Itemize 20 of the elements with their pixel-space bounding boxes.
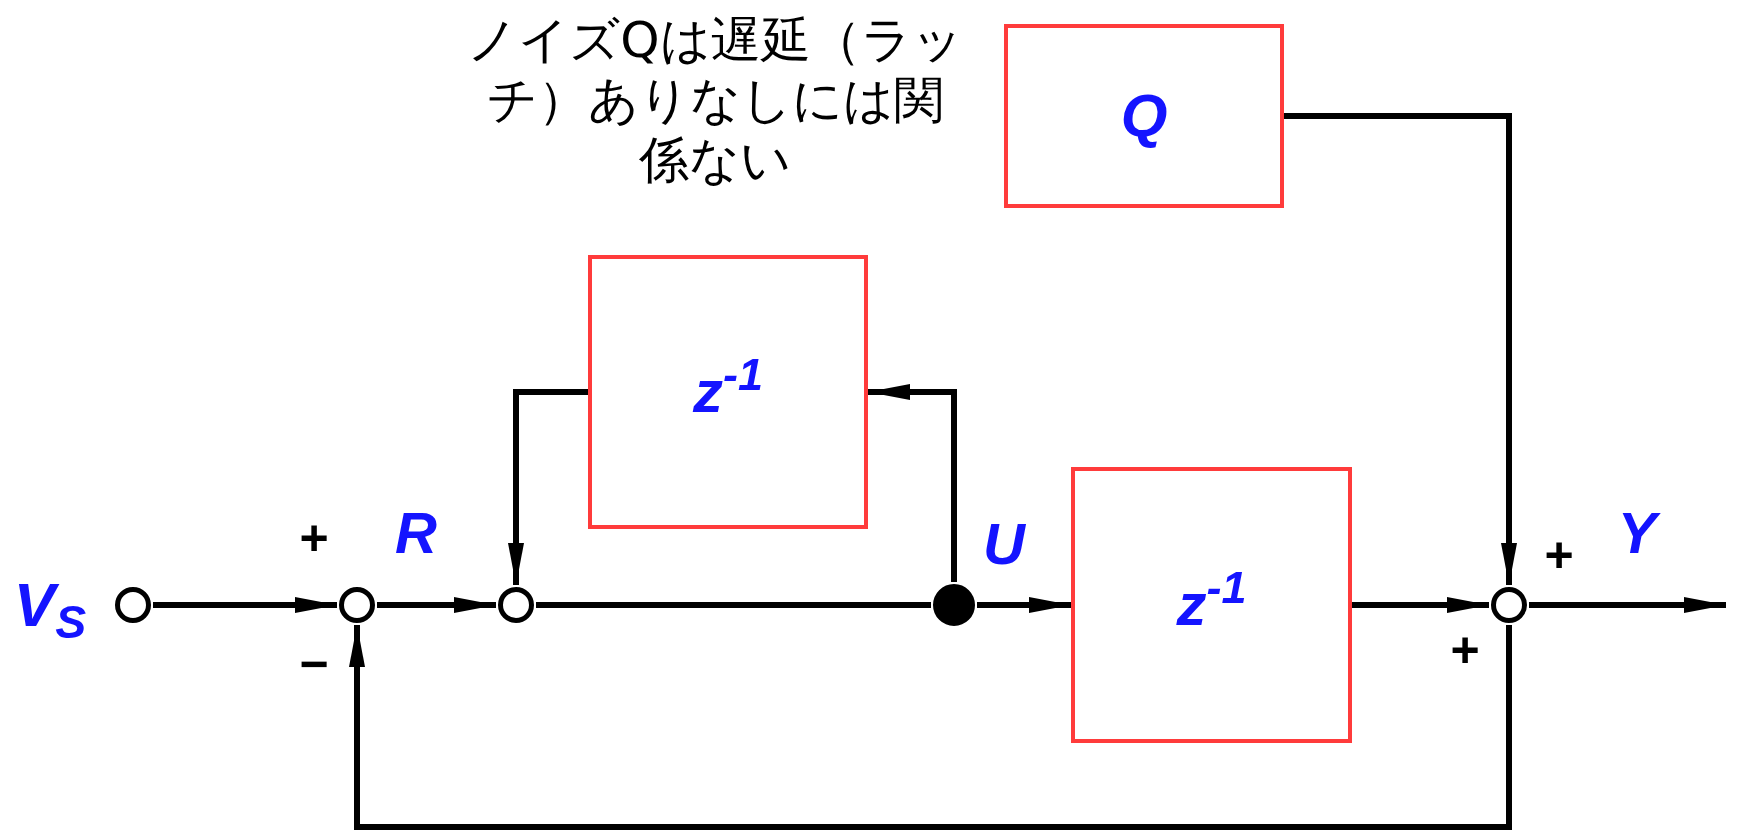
signal-arrow (1352, 597, 1489, 613)
signal-arrow (153, 597, 337, 613)
sign-label: + (299, 513, 329, 563)
signal-arrow (977, 597, 1071, 613)
block-box (1004, 24, 1284, 208)
signal-arrow (868, 384, 957, 582)
sign-label: + (1544, 530, 1574, 580)
signal-arrow (1284, 113, 1517, 585)
signal-arrow (508, 389, 588, 585)
block-box (588, 255, 868, 529)
signal-line (536, 602, 931, 608)
signal-arrow (377, 597, 496, 613)
node-caption: V$_{S}$ (13, 574, 87, 636)
block-label: Q (1120, 86, 1168, 146)
signal-arrow (1529, 597, 1726, 613)
note-text: ノイズQは遅延（ラッチ）ありなしには関係ない (466, 10, 964, 190)
sign-label: − (299, 639, 329, 689)
block-box (1071, 467, 1352, 743)
signal-arrow (349, 625, 1512, 830)
sign-label: + (1450, 625, 1480, 675)
